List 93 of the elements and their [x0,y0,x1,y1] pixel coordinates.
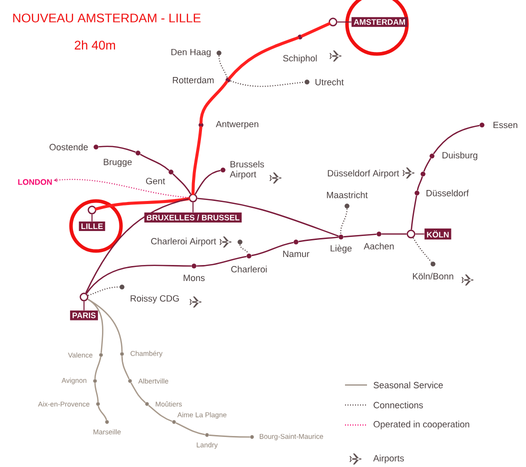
legend-text: Airports [373,454,404,464]
station: Charleroi [231,254,267,272]
route-line [340,208,348,234]
node-label: Essen [494,122,518,128]
legend-text: Connections [374,402,423,408]
station: Duisburg [430,152,478,160]
node-label: Liège [330,244,352,254]
station-sign: LILLE [78,206,106,232]
route-line [86,264,192,294]
node-label: Aachen [364,242,394,250]
station: Mons [184,264,205,282]
station: Roissy CDG [120,284,179,304]
route-line [98,146,136,153]
route-line [416,176,423,191]
node-label: Antwerpen [216,120,258,130]
station: Aachen [364,232,394,250]
station: Liège [330,234,352,254]
node-label: Charleroi [231,266,267,272]
route-line [412,237,432,262]
station: Köln/Bonn [412,262,454,280]
station: Essen [480,122,518,128]
node-label: Brussels Airport [230,160,264,180]
route-line [410,195,418,230]
travel-time: 2h 40m [74,40,115,50]
station-sign: KÖLN [406,228,452,240]
node-label: Duisburg [442,152,478,160]
station: Maastricht [327,192,368,208]
route-line [121,356,130,380]
legend-text: Seasonal Service [374,382,443,388]
route-line [432,124,480,154]
route-line [94,356,102,379]
route-line [130,382,146,404]
station-sign: AMSTERDAM [328,17,408,27]
node-label: Utrecht [316,78,344,86]
node-label: Gent [146,178,166,184]
station: Antwerpen [198,120,258,130]
node-label: Brugge [104,158,132,167]
station: Oostende [50,144,98,150]
station-sign: PARIS [70,292,98,320]
route-line [94,197,190,210]
route-line [172,173,192,195]
route-line [423,158,432,172]
route-line [87,298,104,354]
station: Brussels Airport [220,160,264,180]
station: Den Haag [171,48,222,58]
route-line [140,154,170,171]
route-line [87,298,123,352]
node-label: Schiphol [283,54,317,64]
node-label: Maastricht [326,192,368,198]
node-label: Oostende [50,144,88,150]
route-line [197,198,339,237]
node-label: Düsseldorf [426,190,469,196]
route-line [230,80,304,87]
node-label: Rotterdam [172,76,214,84]
route-line [196,256,247,267]
node-label: Köln/Bonn [412,272,454,280]
route-line [344,234,376,238]
node-label: Düsseldorf Airport [328,170,400,178]
station-sign: BRUXELLES / BRUSSEL [144,194,242,222]
route-line [298,236,338,242]
route-line [200,80,228,124]
legend-text: Operated in cooperation [374,420,470,430]
route-line [382,233,407,235]
station: Brugge [104,150,140,167]
station: Gent [146,170,174,184]
route-line [218,56,228,78]
title: NOUVEAU AMSTERDAM - LILLE [13,14,201,22]
node-label: Den Haag [171,48,211,58]
route-line [239,244,249,254]
station: Rotterdam [172,76,230,84]
route-line [176,422,206,436]
route-line [208,434,250,438]
node-label: Mons [184,274,205,282]
route-line [94,383,99,402]
route-line [228,36,300,80]
route-line [192,126,202,196]
station: Schiphol [283,34,317,64]
route-line [194,170,221,195]
station: Düsseldorf Airport [328,170,426,178]
route-line [88,286,120,296]
node-label: Roissy CDG [130,294,179,304]
route-line [98,406,108,420]
destination-label: LONDON [18,179,52,185]
station: Utrecht [304,78,344,86]
route-line [85,198,189,294]
node-label: Namur [283,250,310,258]
route-line [251,242,294,256]
station: Namur [283,240,310,258]
route-line [148,404,172,422]
node-label: Charleroi Airport [151,238,216,246]
station: Charleroi Airport [151,238,242,246]
route-line [300,22,331,38]
station: Düsseldorf [414,190,469,196]
